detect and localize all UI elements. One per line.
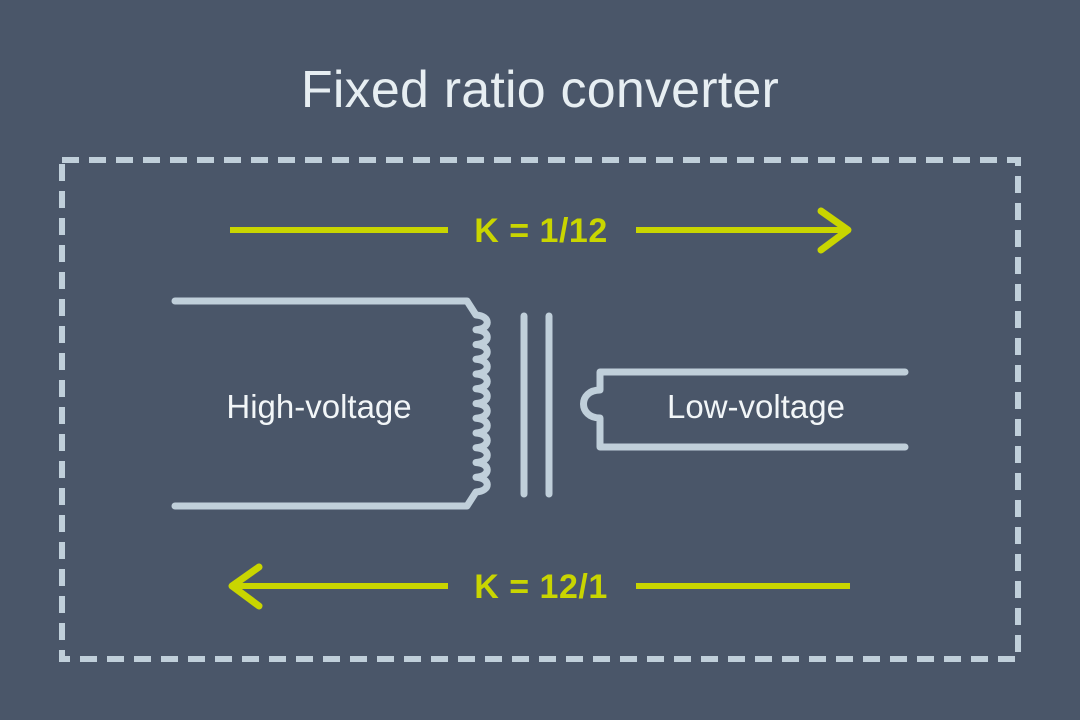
- secondary-winding-group: Low-voltage: [580, 368, 909, 451]
- primary-winding-group: High-voltage: [171, 297, 491, 510]
- secondary-winding-coil: [580, 368, 909, 451]
- page-title: Fixed ratio converter: [301, 61, 779, 119]
- reverse-ratio-arrow-group: K = 12/1: [228, 563, 850, 610]
- reverse-ratio-label: K = 12/1: [474, 568, 607, 606]
- primary-winding-coil: [171, 297, 491, 510]
- transformer-core-group: [520, 312, 553, 498]
- forward-ratio-arrow-group: K = 1/12: [230, 207, 852, 254]
- forward-arrowhead-icon: [817, 207, 852, 254]
- primary-winding-label: High-voltage: [226, 388, 411, 425]
- forward-ratio-label: K = 1/12: [474, 212, 607, 250]
- secondary-winding-label: Low-voltage: [667, 388, 845, 425]
- dashed-boundary-frame: [59, 157, 1021, 662]
- reverse-arrowhead-icon: [228, 563, 263, 610]
